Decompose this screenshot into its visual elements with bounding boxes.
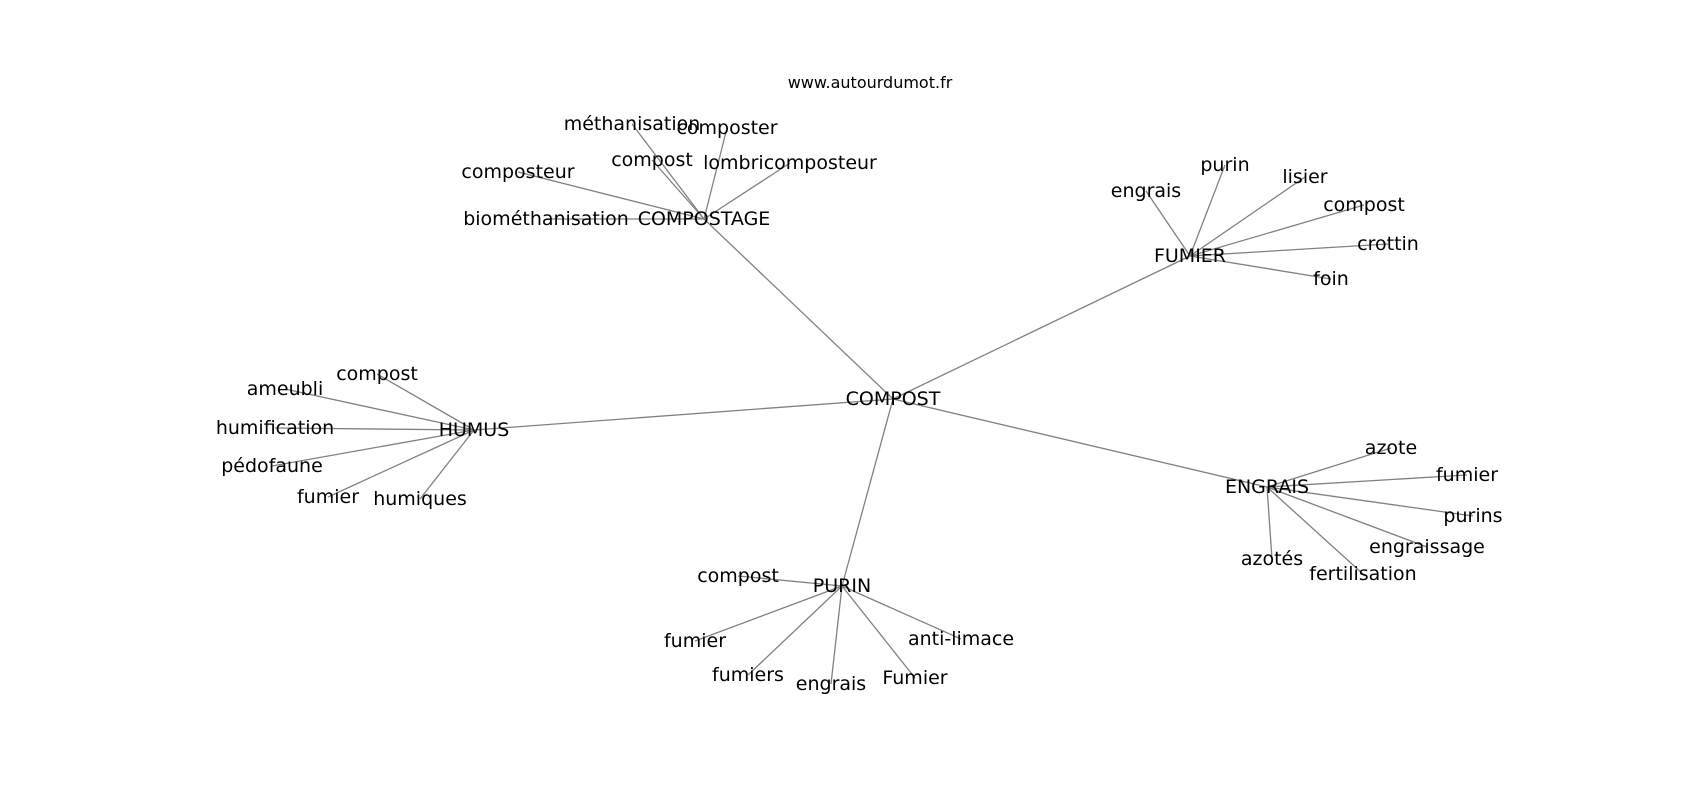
leaf-node-label: azotés [1241, 548, 1303, 570]
edge-hub-to-leaf [1189, 243, 1389, 257]
leaf-node-label: crottin [1357, 233, 1419, 255]
edge-hub-to-leaf [376, 373, 475, 431]
edge-root-to-hub [473, 398, 894, 431]
leaf-node-label: ameubli [247, 378, 324, 400]
leaf-node-label: compost [697, 565, 779, 587]
edge-hub-to-leaf [631, 123, 705, 220]
leaf-node-label: méthanisation [564, 113, 701, 135]
leaf-node-label: engrais [796, 673, 866, 695]
leaf-node-label: fumier [1436, 464, 1498, 486]
edge-hub-to-leaf [271, 429, 475, 467]
hub-node-label: HUMUS [439, 419, 510, 441]
leaf-node-label: composteur [461, 161, 574, 183]
leaf-node-label: foin [1313, 268, 1349, 290]
edge-hub-to-leaf [1189, 255, 1332, 280]
edge-hub-to-leaf [841, 585, 916, 679]
edge-hub-to-leaf [517, 171, 705, 220]
source-url: www.autourdumot.fr [788, 73, 953, 92]
leaf-node-label: purins [1443, 505, 1502, 527]
leaf-node-label: fumier [664, 630, 726, 652]
leaf-node-label: azote [1365, 437, 1417, 459]
leaf-node-label: engraissage [1369, 536, 1485, 558]
edge-hub-to-leaf [737, 575, 843, 587]
edge-hub-to-leaf [1145, 190, 1191, 257]
edge-hub-to-leaf [419, 429, 475, 500]
edge-root-to-hub [892, 398, 1268, 488]
edge-hub-to-leaf [1189, 204, 1365, 257]
edge-hub-to-leaf [1189, 176, 1306, 257]
leaf-node-label: lombricomposteur [703, 152, 877, 174]
edge-hub-to-leaf [1266, 486, 1364, 575]
leaf-node-label: fertilisation [1309, 563, 1416, 585]
leaf-node-label: purin [1200, 154, 1249, 176]
edge-hub-to-leaf [327, 429, 475, 498]
leaf-node-label: humification [216, 417, 334, 439]
edge-hub-to-leaf [747, 585, 843, 676]
edge-hub-to-leaf [1266, 486, 1273, 560]
edge-hub-to-leaf [1266, 447, 1392, 488]
leaf-node-label: engrais [1111, 180, 1181, 202]
edge-hub-to-leaf [284, 388, 475, 431]
leaf-node-label: compost [1323, 194, 1405, 216]
leaf-node-label: composter [676, 117, 777, 139]
leaf-node-label: lisier [1282, 166, 1327, 188]
leaf-node-label: fumiers [712, 664, 784, 686]
edge-root-to-hub [841, 398, 894, 587]
leaf-node-label: Fumier [882, 667, 947, 689]
edge-root-to-hub [892, 255, 1191, 400]
root-node-label: COMPOST [846, 388, 941, 410]
edge-hub-to-leaf [841, 585, 962, 640]
edge-hub-to-leaf [703, 127, 728, 220]
edge-hub-to-leaf [703, 162, 791, 220]
leaf-node-label: compost [336, 363, 418, 385]
edge-hub-to-leaf [830, 585, 843, 685]
edge-hub-to-leaf [1266, 474, 1468, 488]
edge-root-to-hub [703, 218, 894, 400]
hub-node-label: FUMIER [1154, 245, 1226, 267]
edge-hub-to-leaf [1266, 486, 1428, 548]
leaf-node-label: compost [611, 149, 693, 171]
leaf-node-label: biométhanisation [463, 208, 629, 230]
edge-hub-to-leaf [1189, 164, 1226, 257]
edge-hub-to-leaf [1266, 486, 1474, 517]
edge-hub-to-leaf [651, 159, 705, 220]
leaf-node-label: anti-limace [908, 628, 1014, 650]
graph-edges [271, 123, 1474, 685]
hub-node-label: PURIN [813, 575, 871, 597]
edge-hub-to-leaf [274, 427, 475, 431]
hub-node-label: ENGRAIS [1225, 476, 1309, 498]
leaf-node-label: pédofaune [221, 455, 323, 477]
leaf-node-label: humiques [373, 488, 467, 510]
leaf-node-label: fumier [297, 486, 359, 508]
edge-hub-to-leaf [694, 585, 843, 642]
hub-node-label: COMPOSTAGE [638, 208, 771, 230]
